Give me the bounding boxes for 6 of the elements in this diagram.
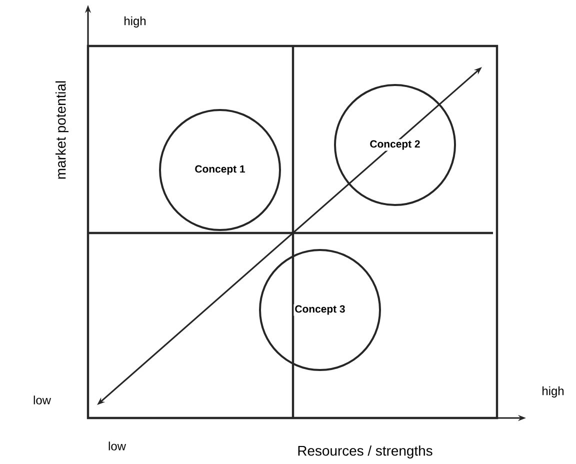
axis-level-label: high <box>124 16 146 28</box>
axis-level-label: high <box>542 386 564 398</box>
axis-level-label: low <box>34 396 51 404</box>
axis-title: Resources / strengths <box>298 445 432 458</box>
axis-level-label: low <box>108 442 126 450</box>
axis-title: market potential <box>56 81 68 179</box>
